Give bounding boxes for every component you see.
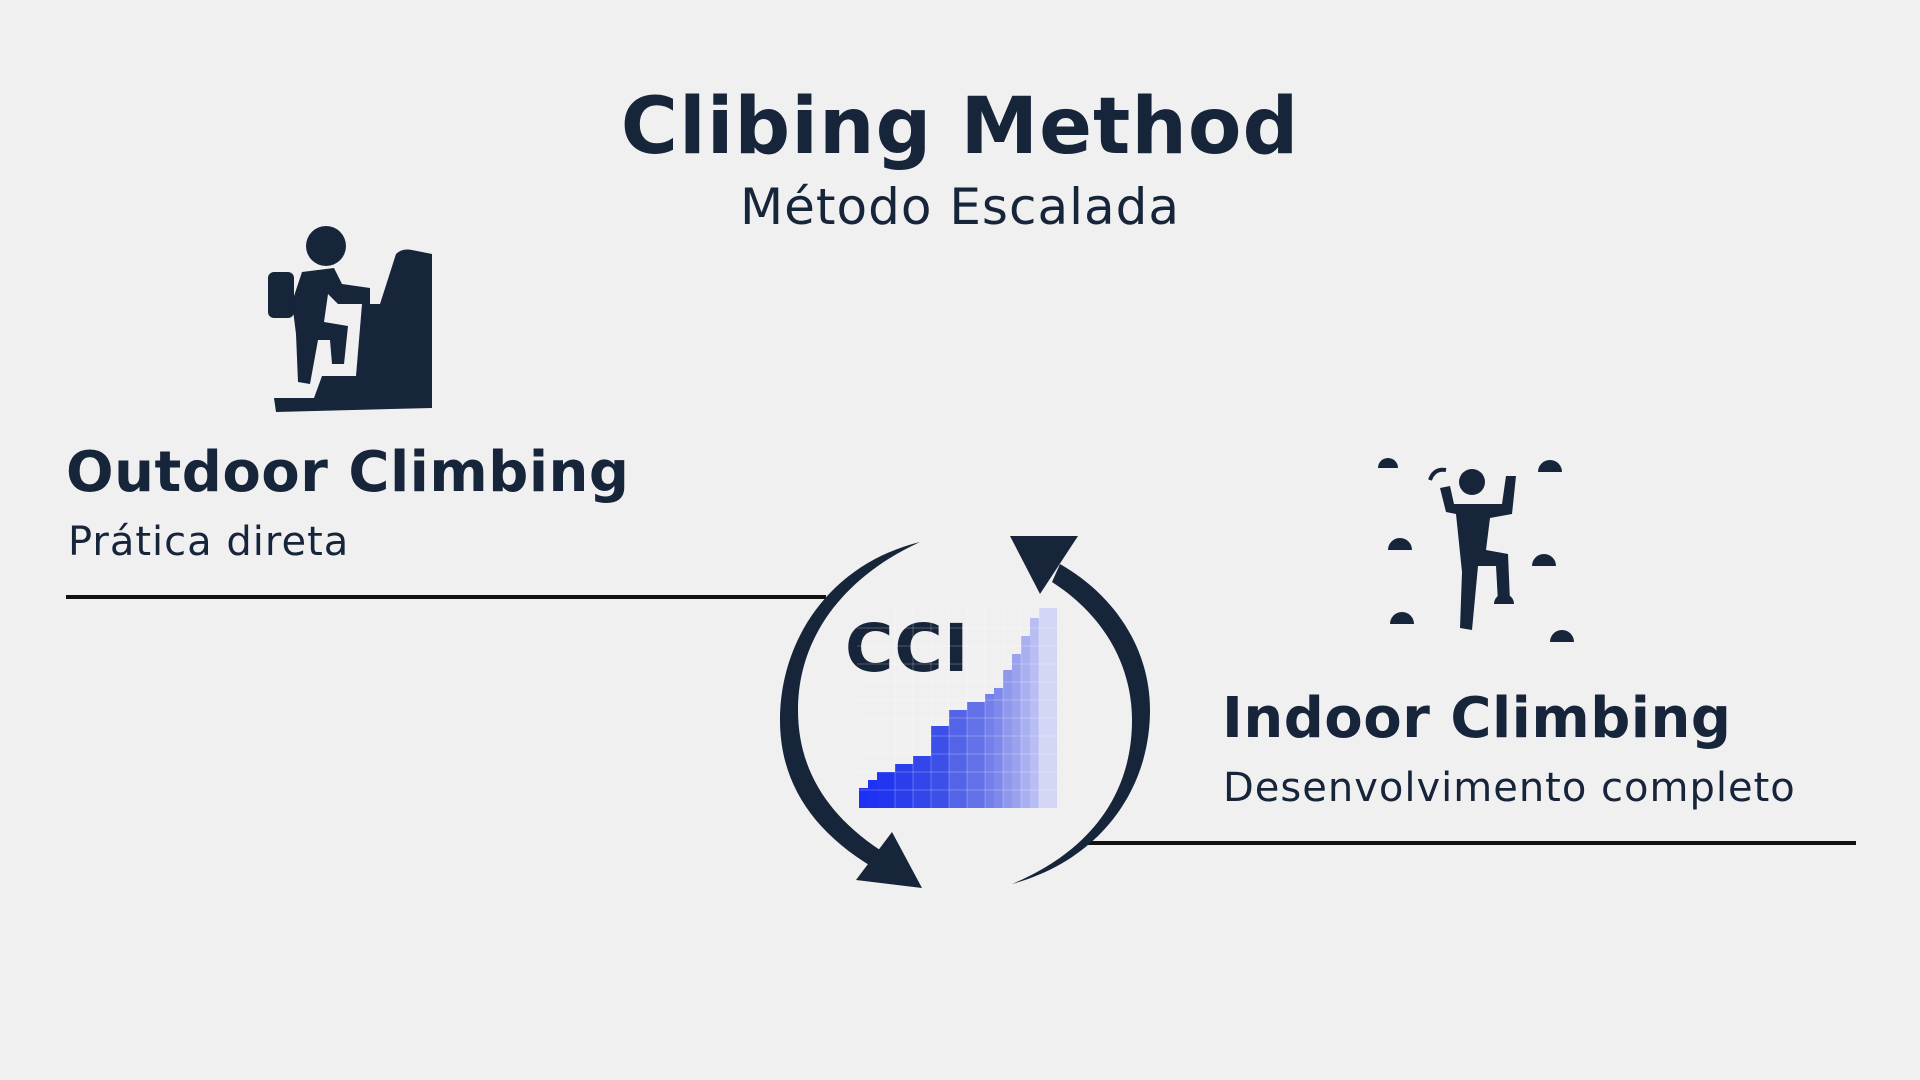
indoor-heading: Indoor Climbing — [1222, 686, 1732, 751]
cci-label: CCI — [845, 610, 970, 687]
cycle-arrows-icon — [770, 530, 1160, 900]
outdoor-divider — [66, 595, 826, 599]
wall-climber-icon — [1370, 452, 1580, 648]
outdoor-description: Prática direta — [68, 519, 350, 565]
hiker-icon — [262, 224, 438, 414]
indoor-description: Desenvolvimento completo — [1223, 765, 1796, 811]
page-title: Clibing Method — [620, 82, 1300, 172]
indoor-divider — [1086, 841, 1856, 845]
page-subtitle: Método Escalada — [740, 178, 1180, 236]
outdoor-heading: Outdoor Climbing — [66, 440, 630, 505]
rising-bars-icon — [857, 606, 1061, 810]
